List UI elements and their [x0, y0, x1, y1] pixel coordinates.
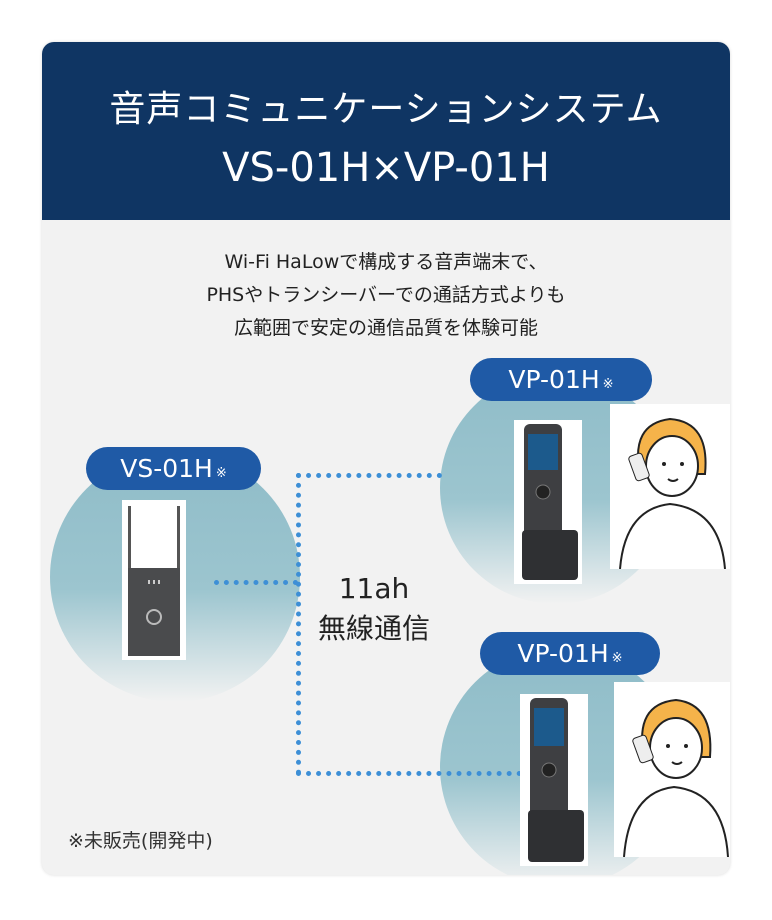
person-illustration-bottom	[614, 682, 730, 858]
phone-name: VP-01H	[517, 639, 609, 668]
description: Wi-Fi HaLowで構成する音声端末で、 PHSやトランシーバーでの通話方式…	[42, 246, 730, 345]
note-mark: ※	[215, 466, 227, 481]
person-on-phone-icon	[619, 417, 726, 570]
system-card: 音声コミュニケーションシステム VS-01H×VP-01H Wi-Fi HaLo…	[42, 42, 730, 875]
phone-device-image-top	[514, 420, 582, 584]
footnote: ※未販売(開発中)	[68, 830, 213, 852]
link-line-station	[214, 580, 298, 585]
phone-label-top: VP-01H※	[470, 358, 652, 401]
link-label-protocol: 11ah	[338, 572, 410, 605]
access-point-icon	[128, 506, 180, 656]
phone-label-bottom: VP-01H※	[480, 632, 660, 675]
handset-icon	[528, 698, 584, 862]
station-label: VS-01H※	[86, 447, 261, 490]
header-banner: 音声コミュニケーションシステム VS-01H×VP-01H	[42, 42, 730, 220]
link-line-vertical	[296, 473, 301, 775]
description-line: Wi-Fi HaLowで構成する音声端末で、	[224, 251, 548, 273]
note-mark: ※	[611, 651, 623, 666]
link-label-text: 無線通信	[317, 612, 430, 645]
link-label: 11ah 無線通信	[304, 572, 444, 647]
link-line-top	[296, 473, 442, 478]
description-line: PHSやトランシーバーでの通話方式よりも	[206, 284, 566, 306]
person-illustration-top	[610, 404, 730, 570]
station-name: VS-01H	[120, 454, 213, 483]
subtitle: VS-01H×VP-01H	[222, 145, 550, 191]
phone-device-image-bottom	[520, 694, 588, 866]
station-device-image	[122, 500, 186, 660]
title: 音声コミュニケーションシステム	[109, 89, 663, 130]
link-line-bottom	[296, 771, 542, 776]
person-on-phone-icon	[623, 698, 729, 858]
phone-name: VP-01H	[508, 365, 600, 394]
description-line: 広範囲で安定の通信品質を体験可能	[233, 317, 538, 339]
note-mark: ※	[602, 377, 614, 392]
handset-icon	[522, 424, 578, 580]
